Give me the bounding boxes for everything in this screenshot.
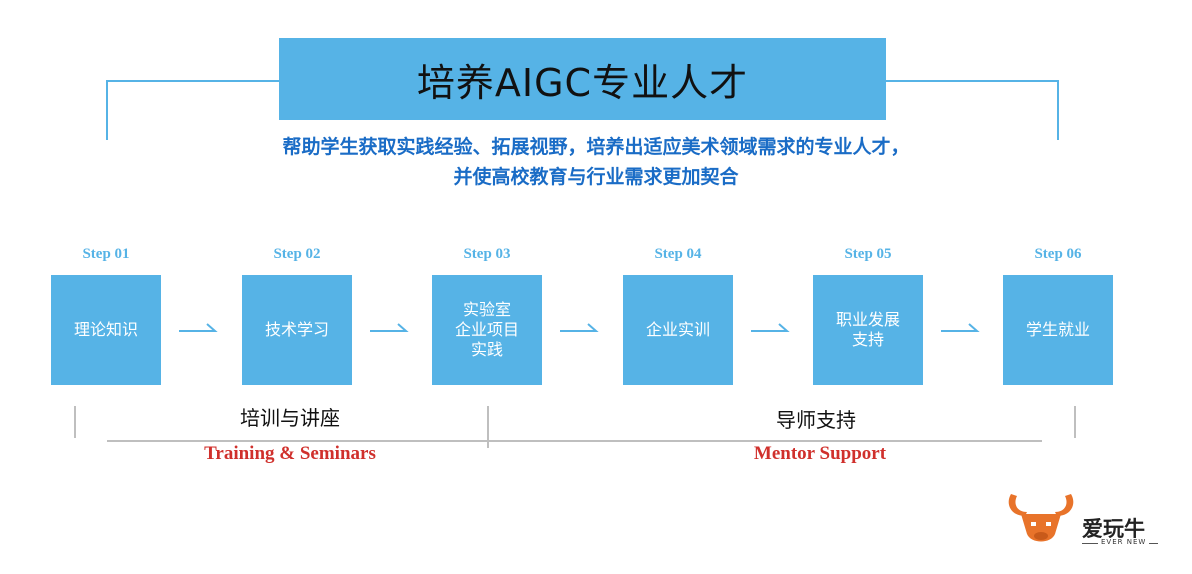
arrow-right-icon <box>179 323 218 332</box>
phase-tick-left <box>74 406 76 438</box>
phase-baseline <box>107 440 1042 442</box>
step-label-3: Step 03 <box>463 246 511 262</box>
phase-1-title: 培训与讲座 <box>240 406 340 430</box>
title-bracket-left-horizontal <box>106 80 279 82</box>
step-box-1: 理论知识 <box>51 275 161 385</box>
step-box-2: 技术学习 <box>242 275 352 385</box>
logo-tagline: EVER NEW <box>1098 538 1150 546</box>
arrow-right-icon <box>751 323 790 332</box>
bull-logo-icon <box>1008 494 1074 542</box>
phase-tick-middle <box>487 406 489 448</box>
step-label-1: Step 01 <box>82 246 130 262</box>
title-bracket-right-vertical <box>1057 80 1059 140</box>
step-label-5: Step 05 <box>844 246 892 262</box>
arrow-right-icon <box>941 323 980 332</box>
step-label-6: Step 06 <box>1034 246 1082 262</box>
step-box-5: 职业发展 支持 <box>813 275 923 385</box>
subtitle-line-2: 并使高校教育与行业需求更加契合 <box>453 166 739 188</box>
logo-name: 爱玩牛 <box>1082 517 1145 541</box>
step-label-4: Step 04 <box>654 246 702 262</box>
page-title: 培养AIGC专业人才 <box>416 60 749 105</box>
phase-tick-right <box>1074 406 1076 438</box>
title-bracket-left-vertical <box>106 80 108 140</box>
title-bracket-right-horizontal <box>886 80 1059 82</box>
arrow-right-icon <box>560 323 599 332</box>
step-box-6: 学生就业 <box>1003 275 1113 385</box>
step-label-2: Step 02 <box>273 246 321 262</box>
subtitle-line-1: 帮助学生获取实践经验、拓展视野，培养出适应美术领域需求的专业人才， <box>282 136 910 158</box>
phase-1-subtitle: Training & Seminars <box>204 443 376 464</box>
step-box-3: 实验室 企业项目 实践 <box>432 275 542 385</box>
phase-2-subtitle: Mentor Support <box>753 443 887 464</box>
step-box-4: 企业实训 <box>623 275 733 385</box>
phase-2-title: 导师支持 <box>776 408 856 432</box>
arrow-right-icon <box>370 323 409 332</box>
title-banner: 培养AIGC专业人才 <box>279 38 886 120</box>
